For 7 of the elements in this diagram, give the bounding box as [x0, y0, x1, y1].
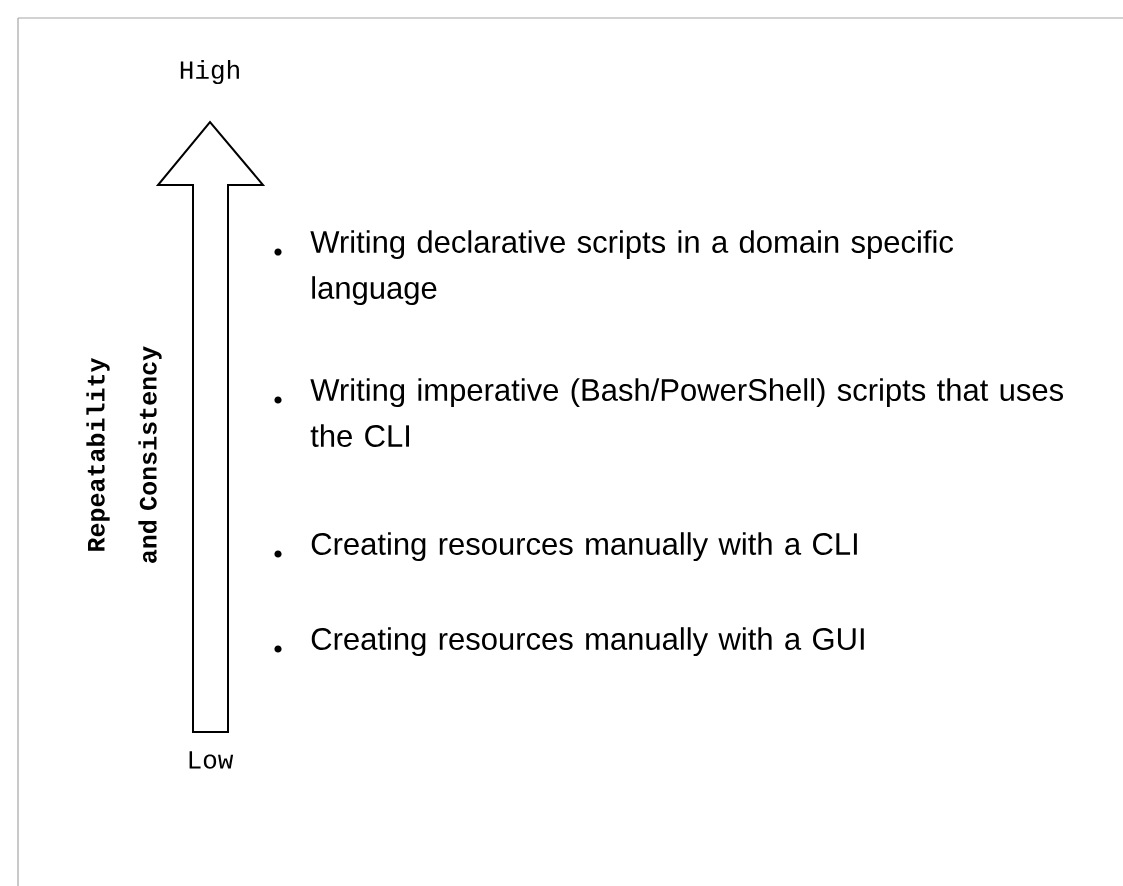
bullet-item: Creating resources manually with a CLI: [274, 532, 857, 562]
bullet-item: Writing imperative (Bash/PowerShell) scripts that uses the CLI: [274, 378, 1063, 447]
axis-label: High: [180, 59, 239, 85]
axis-title: Repeatability and Consistency: [86, 346, 162, 563]
bullet-item: Writing declarative scripts in a domain specific language: [274, 230, 954, 306]
bullet-item: Creating resources manually with a GUI: [274, 627, 864, 657]
axis-label: Low: [189, 751, 234, 769]
